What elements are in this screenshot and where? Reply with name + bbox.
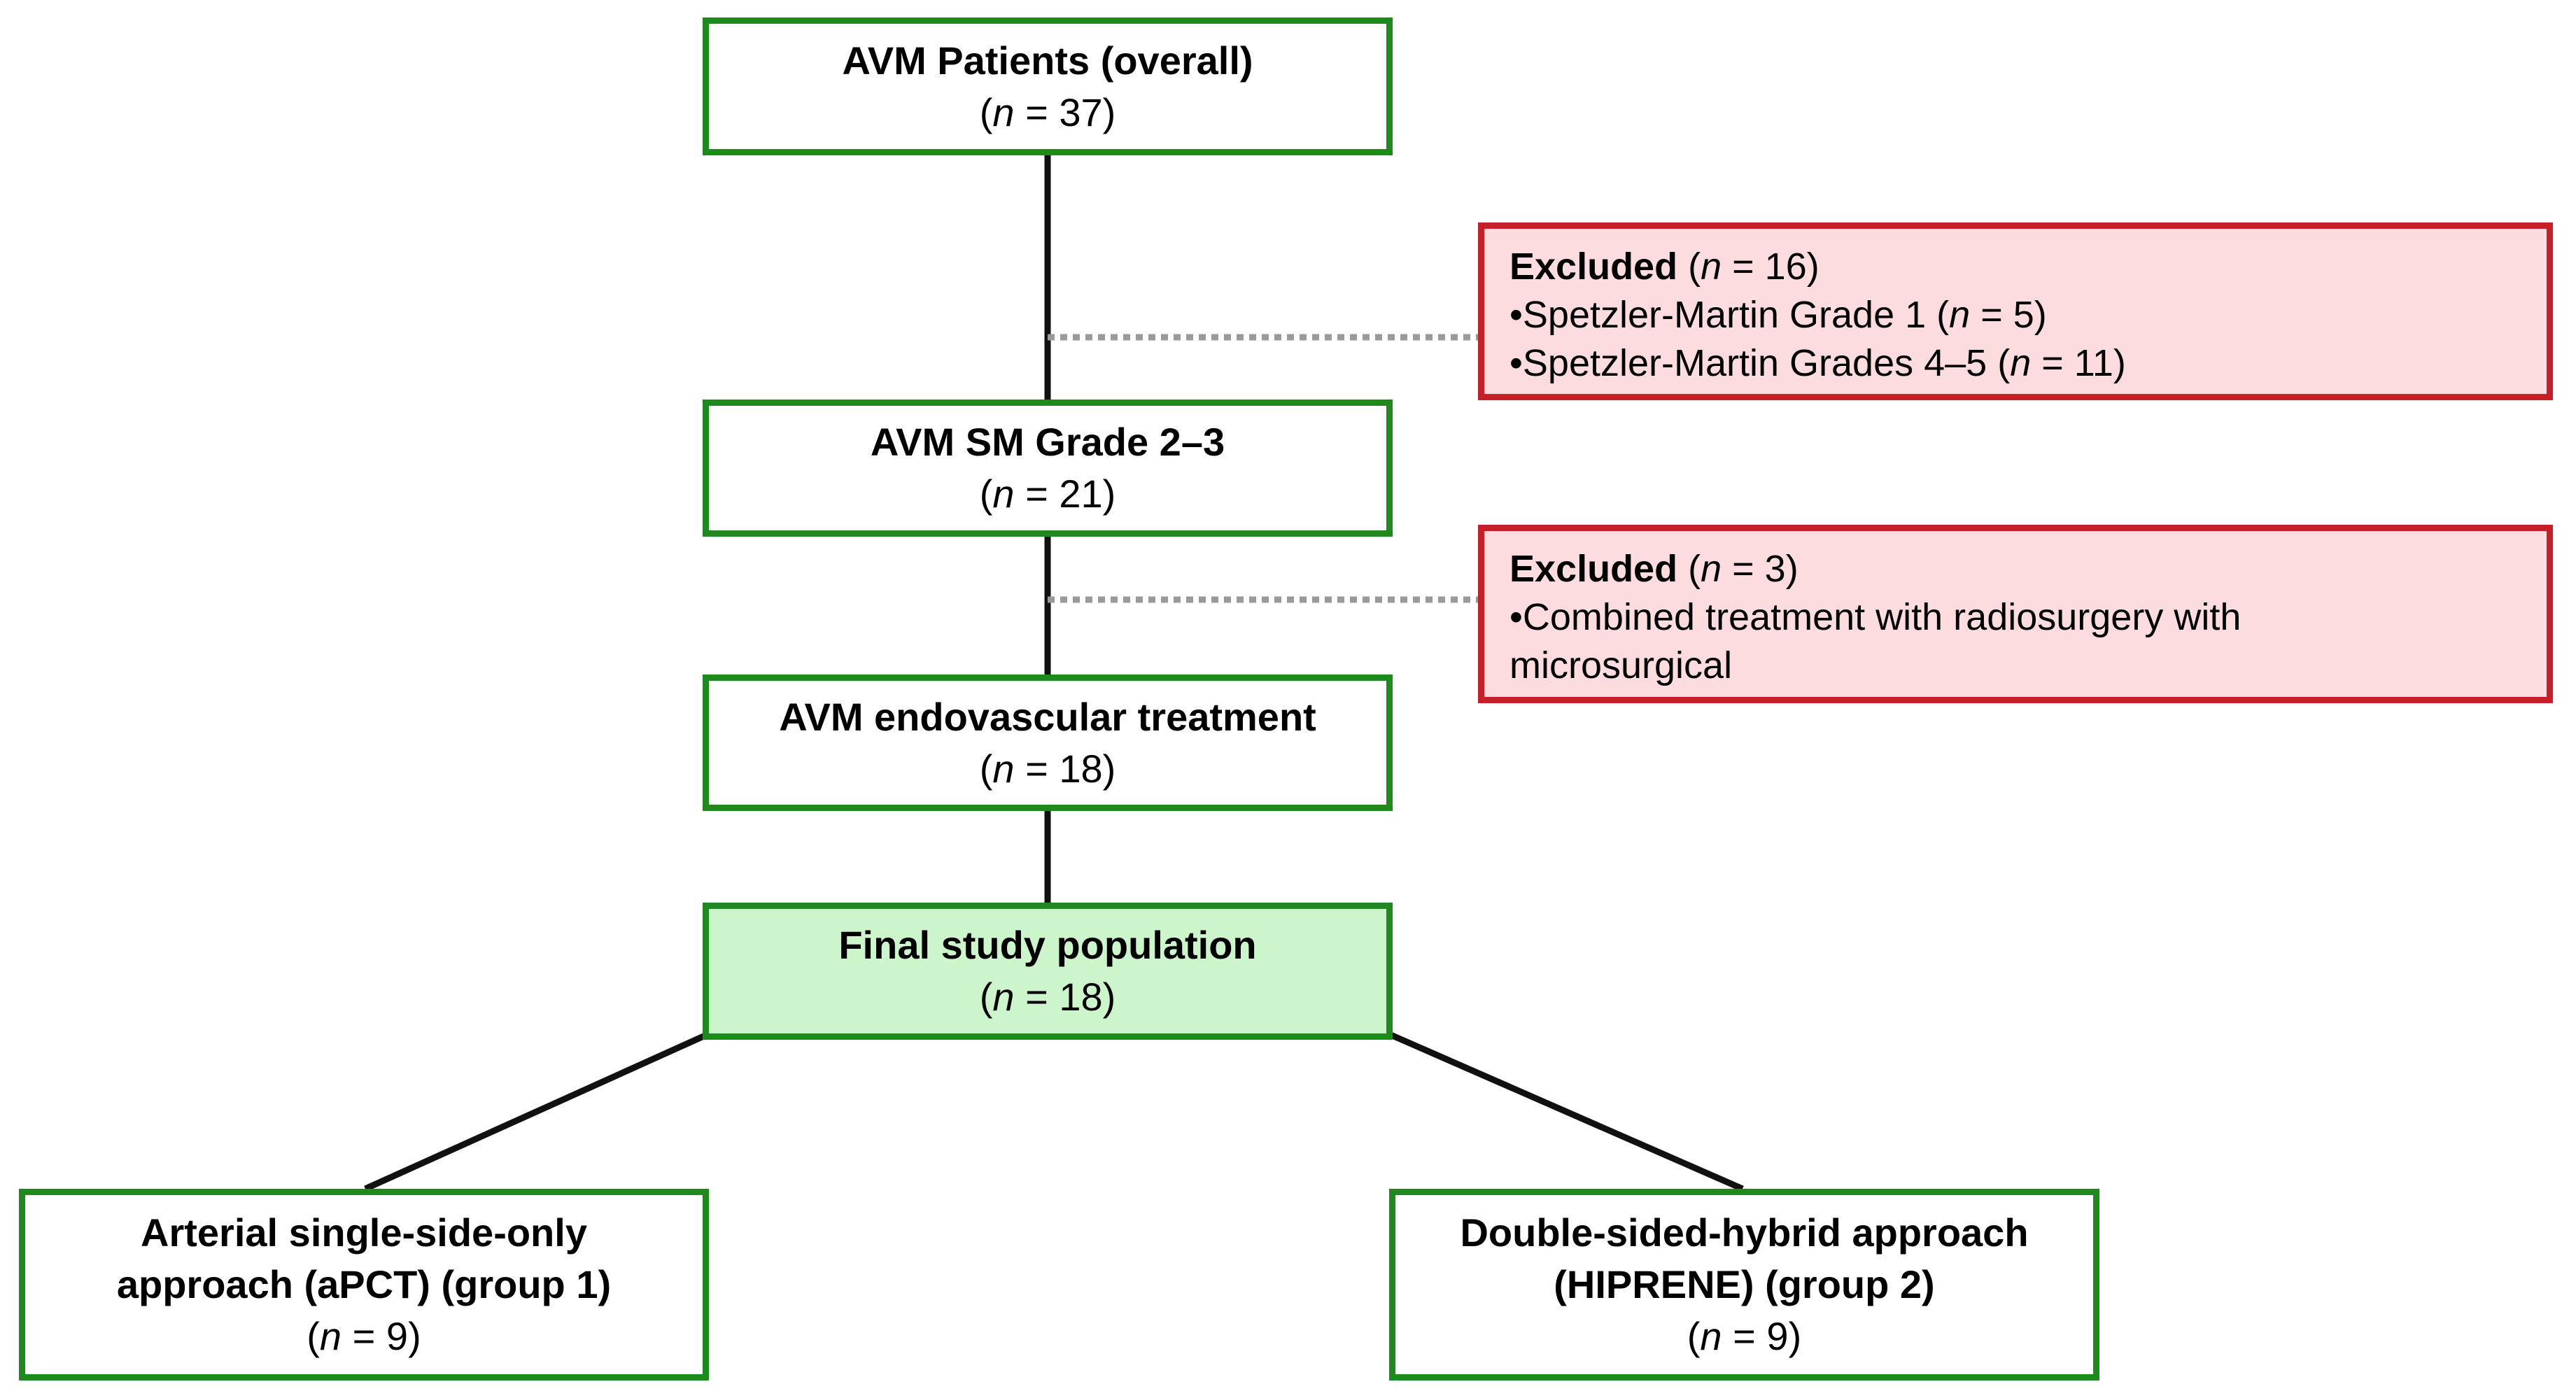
exclusion-item: •Combined treatment with radiosurgery wi…	[1509, 596, 2241, 686]
exclusion-item: •Spetzler-Martin Grade 1 (n = 5)	[1509, 294, 2047, 336]
box-title-line-1: Arterial single-side-only	[141, 1210, 587, 1255]
patient-count: (n = 18)	[979, 975, 1116, 1019]
box-title: Final study population	[838, 923, 1257, 967]
box-title-line-2: (HIPRENE) (group 2)	[1554, 1262, 1935, 1306]
box-final-study-population: Final study population (n = 18)	[703, 903, 1393, 1040]
exclusion-header: Excluded (n = 3)	[1509, 548, 1799, 590]
connector-final-to-group2	[1388, 1031, 1744, 1192]
box-title-line-1: Double-sided-hybrid approach	[1460, 1210, 2029, 1255]
box-title: AVM endovascular treatment	[779, 694, 1316, 739]
exclusion-box-1: Excluded (n = 16) •Spetzler-Martin Grade…	[1478, 223, 2553, 400]
box-avm-sm-grade: AVM SM Grade 2–3 (n = 21)	[703, 400, 1393, 537]
box-group-2: Double-sided-hybrid approach (HIPRENE) (…	[1389, 1189, 2099, 1381]
patient-count: (n = 21)	[979, 472, 1116, 516]
box-avm-endovascular-treatment: AVM endovascular treatment (n = 18)	[703, 675, 1393, 811]
patient-count: (n = 37)	[979, 90, 1116, 134]
box-title: AVM SM Grade 2–3	[870, 420, 1225, 464]
box-title-line-2: approach (aPCT) (group 1)	[116, 1262, 612, 1306]
exclusion-item: •Spetzler-Martin Grades 4–5 (n = 11)	[1509, 342, 2126, 384]
exclusion-box-2: Excluded (n = 3) •Combined treatment wit…	[1478, 525, 2553, 703]
box-title: AVM Patients (overall)	[842, 38, 1253, 83]
box-avm-patients-overall: AVM Patients (overall) (n = 37)	[703, 17, 1393, 155]
exclusion-header: Excluded (n = 16)	[1509, 246, 1820, 288]
box-group-1: Arterial single-side-only approach (aPCT…	[19, 1189, 709, 1381]
patient-count: (n = 18)	[979, 746, 1116, 791]
patient-count: (n = 9)	[307, 1314, 421, 1358]
patient-count: (n = 9)	[1687, 1314, 1802, 1358]
connector-final-to-group1	[364, 1031, 710, 1192]
